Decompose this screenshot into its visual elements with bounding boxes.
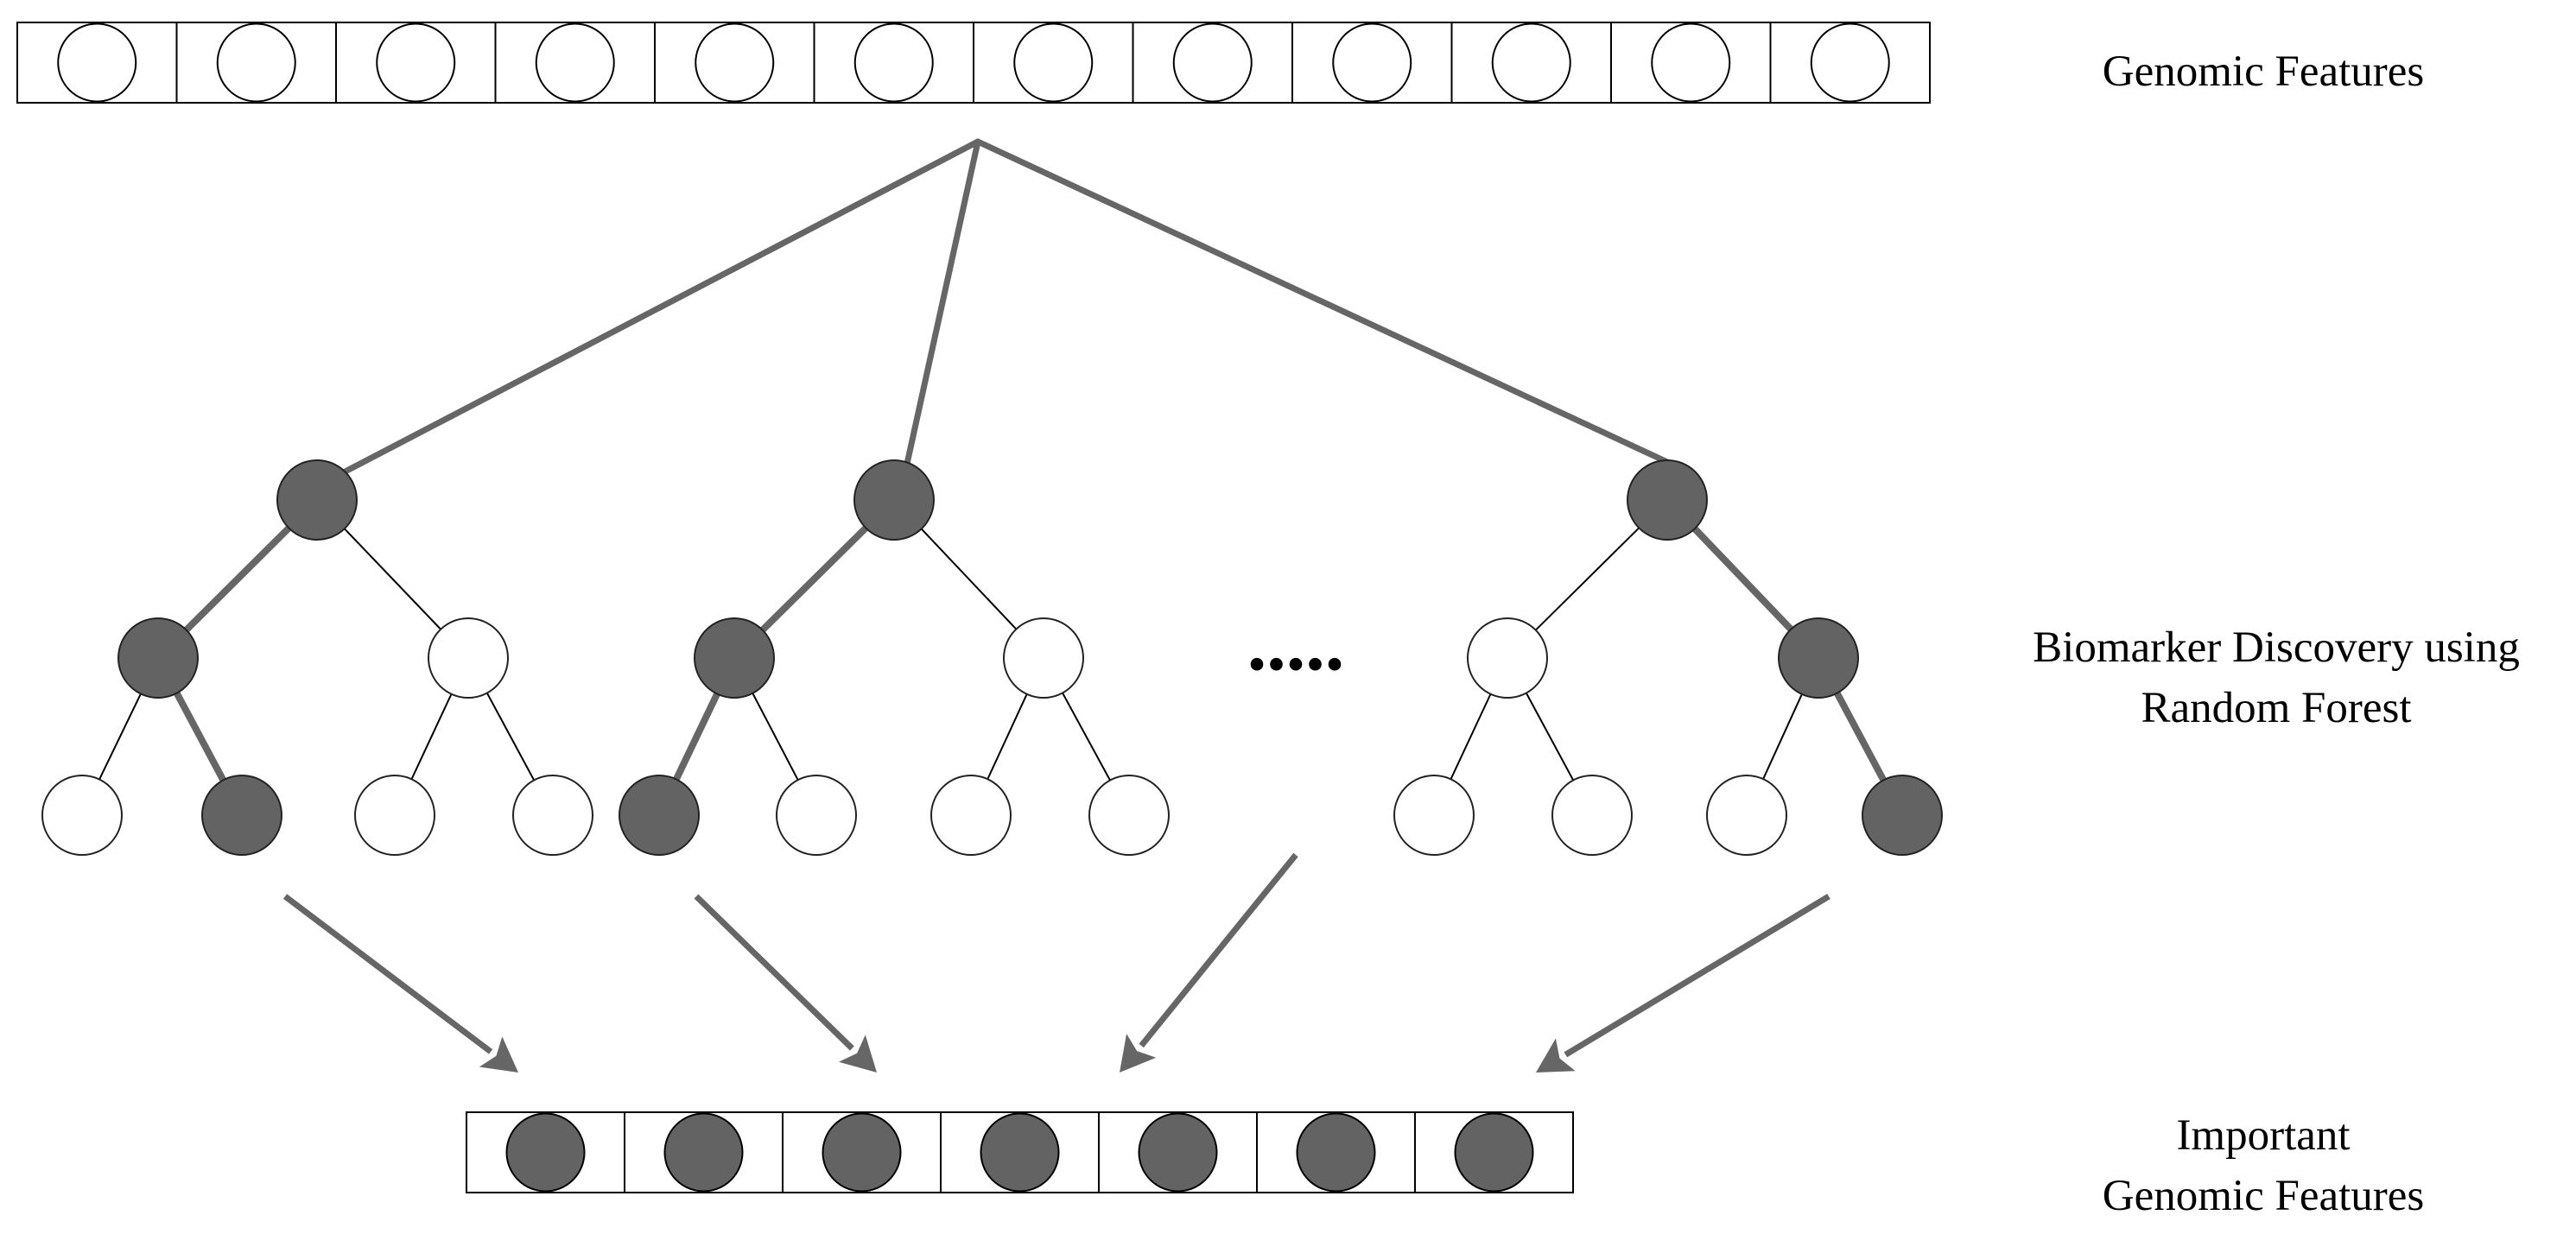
arrow-tree-1-to-features-head (479, 1036, 518, 1073)
input-feature-array (16, 22, 1931, 104)
tree-2-node-right-left (930, 775, 1012, 856)
tree-1-node-right-left (354, 775, 435, 856)
tree-3-node-left-left (1393, 775, 1475, 856)
tree-2-node-right-right (1088, 775, 1170, 856)
tree-1-node-left (117, 617, 199, 699)
arrow-tree-2-to-features-shaft (694, 894, 854, 1051)
tree-1-node-left-right (201, 775, 282, 856)
tree-1-edge-root-to-left (181, 523, 294, 635)
tree-3-edge-root-to-left (1533, 525, 1641, 633)
input-feature-feature-node-12 (1810, 22, 1890, 103)
input-feature-feature-node-6 (853, 22, 934, 103)
biomarker-label-line-2: Random Forest (2141, 684, 2412, 732)
genomic-features-label-text: Genomic Features (2102, 47, 2425, 96)
tree-3-node-right-left (1706, 775, 1787, 856)
tree-1-node-left-left (41, 775, 123, 856)
tree-2-node-right (1003, 617, 1084, 699)
tree-1-edge-right-to-right-left (409, 691, 454, 782)
nodes-layer (41, 459, 1943, 856)
important-feature-feature-node-7 (1454, 1112, 1534, 1193)
input-feature-feature-node-1 (57, 22, 137, 103)
tree-1-node-right-right (512, 775, 593, 856)
arrow-tree-1-to-features (282, 894, 518, 1073)
tree-1-edge-right-to-right-right (485, 690, 536, 783)
tree-3-edge-root-to-right (1690, 523, 1796, 635)
input-feature-feature-node-5 (695, 22, 775, 103)
tree-2-node-left-left (619, 775, 700, 856)
input-feature-feature-node-2 (216, 22, 296, 103)
tree-2-edge-root-to-right (919, 526, 1018, 632)
important-features-label: Important Genomic Features (1987, 1105, 2540, 1226)
input-feature-feature-node-7 (1013, 22, 1094, 103)
forest-branch-1 (335, 138, 981, 478)
arrow-tree-3-to-features (1536, 894, 1830, 1073)
tree-3-node-right (1778, 617, 1859, 699)
biomarker-label-line-1: Biomarker Discovery using (2033, 623, 2520, 672)
tree-3-node-root (1627, 459, 1708, 541)
forest-branch-2 (904, 138, 981, 467)
arrow-tree-3-to-features-shaft (1564, 894, 1830, 1058)
input-feature-feature-node-3 (376, 22, 456, 103)
biomarker-discovery-label: Biomarker Discovery using Random Forest (1978, 617, 2574, 738)
arrow-tree-2-to-features-head (839, 1035, 877, 1073)
important-feature-feature-node-2 (663, 1112, 744, 1193)
tree-3-node-left-right (1551, 775, 1633, 856)
tree-2-edge-root-to-left (758, 522, 871, 636)
arrows-layer (282, 852, 1830, 1073)
tree-3-edge-left-to-left-right (1524, 690, 1576, 783)
tree-2-edge-left-to-left-right (751, 691, 800, 782)
important-label-line-1: Important (2176, 1111, 2351, 1160)
ellipsis: ..... (1247, 601, 1345, 687)
tree-1-node-root (276, 459, 358, 541)
important-feature-feature-node-4 (980, 1112, 1060, 1193)
tree-2-edge-right-to-right-right (1061, 690, 1112, 783)
tree-1-edge-left-to-left-right (172, 687, 228, 786)
tree-3-node-right-right (1862, 775, 1943, 856)
input-feature-feature-node-9 (1332, 22, 1412, 103)
edges-layer (98, 138, 1888, 786)
tree-3-edge-right-to-right-left (1761, 692, 1804, 782)
forest-branch-3 (974, 138, 1671, 465)
tree-2-node-root (853, 459, 935, 541)
important-feature-feature-node-6 (1296, 1112, 1376, 1193)
arrow-tree-1-to-features-shaft (282, 894, 493, 1054)
tree-3-node-left (1467, 617, 1548, 699)
feature-arrays-layer (16, 22, 1931, 1193)
tree-3-edge-left-to-left-left (1449, 691, 1493, 782)
tree-2-node-left (694, 617, 775, 699)
arrow-ellipsis-to-features (1120, 852, 1298, 1073)
tree-2-node-left-right (776, 775, 857, 856)
arrow-ellipsis-to-features-shaft (1139, 852, 1298, 1048)
genomic-features-label: Genomic Features (1987, 41, 2540, 102)
arrow-tree-3-to-features-head (1536, 1038, 1576, 1073)
important-feature-array (466, 1111, 1574, 1193)
tree-2-edge-left-to-left-left (671, 688, 722, 785)
input-feature-feature-node-8 (1172, 22, 1253, 103)
input-feature-feature-node-10 (1491, 22, 1571, 103)
important-feature-feature-node-1 (505, 1112, 586, 1193)
arrow-ellipsis-to-features-head (1120, 1034, 1157, 1073)
tree-3-edge-right-to-right-right (1832, 687, 1888, 786)
input-feature-feature-node-11 (1651, 22, 1731, 103)
important-feature-feature-node-3 (822, 1112, 902, 1193)
important-label-line-2: Genomic Features (2102, 1172, 2425, 1220)
tree-2-edge-right-to-right-left (986, 691, 1029, 782)
tree-1-edge-root-to-right (342, 526, 443, 632)
important-feature-feature-node-5 (1138, 1112, 1218, 1193)
arrow-tree-2-to-features (694, 894, 877, 1073)
input-feature-feature-node-4 (535, 22, 615, 103)
tree-1-edge-left-to-left-left (98, 691, 143, 782)
tree-1-node-right (428, 617, 509, 699)
